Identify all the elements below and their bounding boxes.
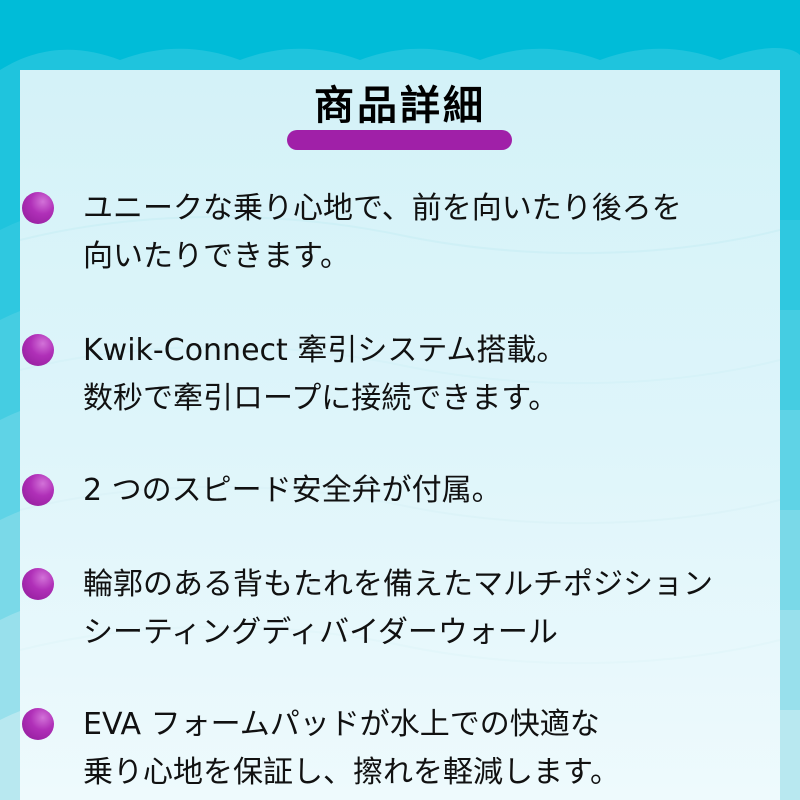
bullet-icon (22, 192, 54, 224)
product-details-panel: 商品詳細 ユニークな乗り心地で、前を向いたり後ろを 向いたりできます。 Kwik… (20, 70, 780, 800)
feature-text-line-1: 2 つのスピード安全弁が付属。 (83, 473, 502, 508)
feature-text-line-2: シーティングディバイダーウォール (83, 615, 558, 650)
feature-text-line-1: 輪郭のある背もたれを備えたマルチポジション (83, 567, 713, 602)
feature-text-line-1: ユニークな乗り心地で、前を向いたり後ろを (83, 191, 682, 226)
feature-text-line-2: 向いたりできます。 (83, 239, 350, 274)
title-underline-bar (287, 130, 512, 150)
feature-text-line-1: EVA フォームパッドが水上での快適な (83, 707, 600, 742)
bullet-icon (22, 568, 54, 600)
feature-text-line-2: 数秒で牽引ロープに接続できます。 (83, 381, 559, 416)
bullet-icon (22, 474, 54, 506)
bullet-icon (22, 334, 54, 366)
page-title: 商品詳細 (314, 83, 486, 129)
bullet-icon (22, 708, 54, 740)
feature-text-line-1: Kwik-Connect 牽引システム搭載。 (83, 333, 567, 368)
panel-wave-pattern (20, 215, 780, 665)
feature-text-line-2: 乗り心地を保証し、擦れを軽減します。 (83, 755, 620, 790)
